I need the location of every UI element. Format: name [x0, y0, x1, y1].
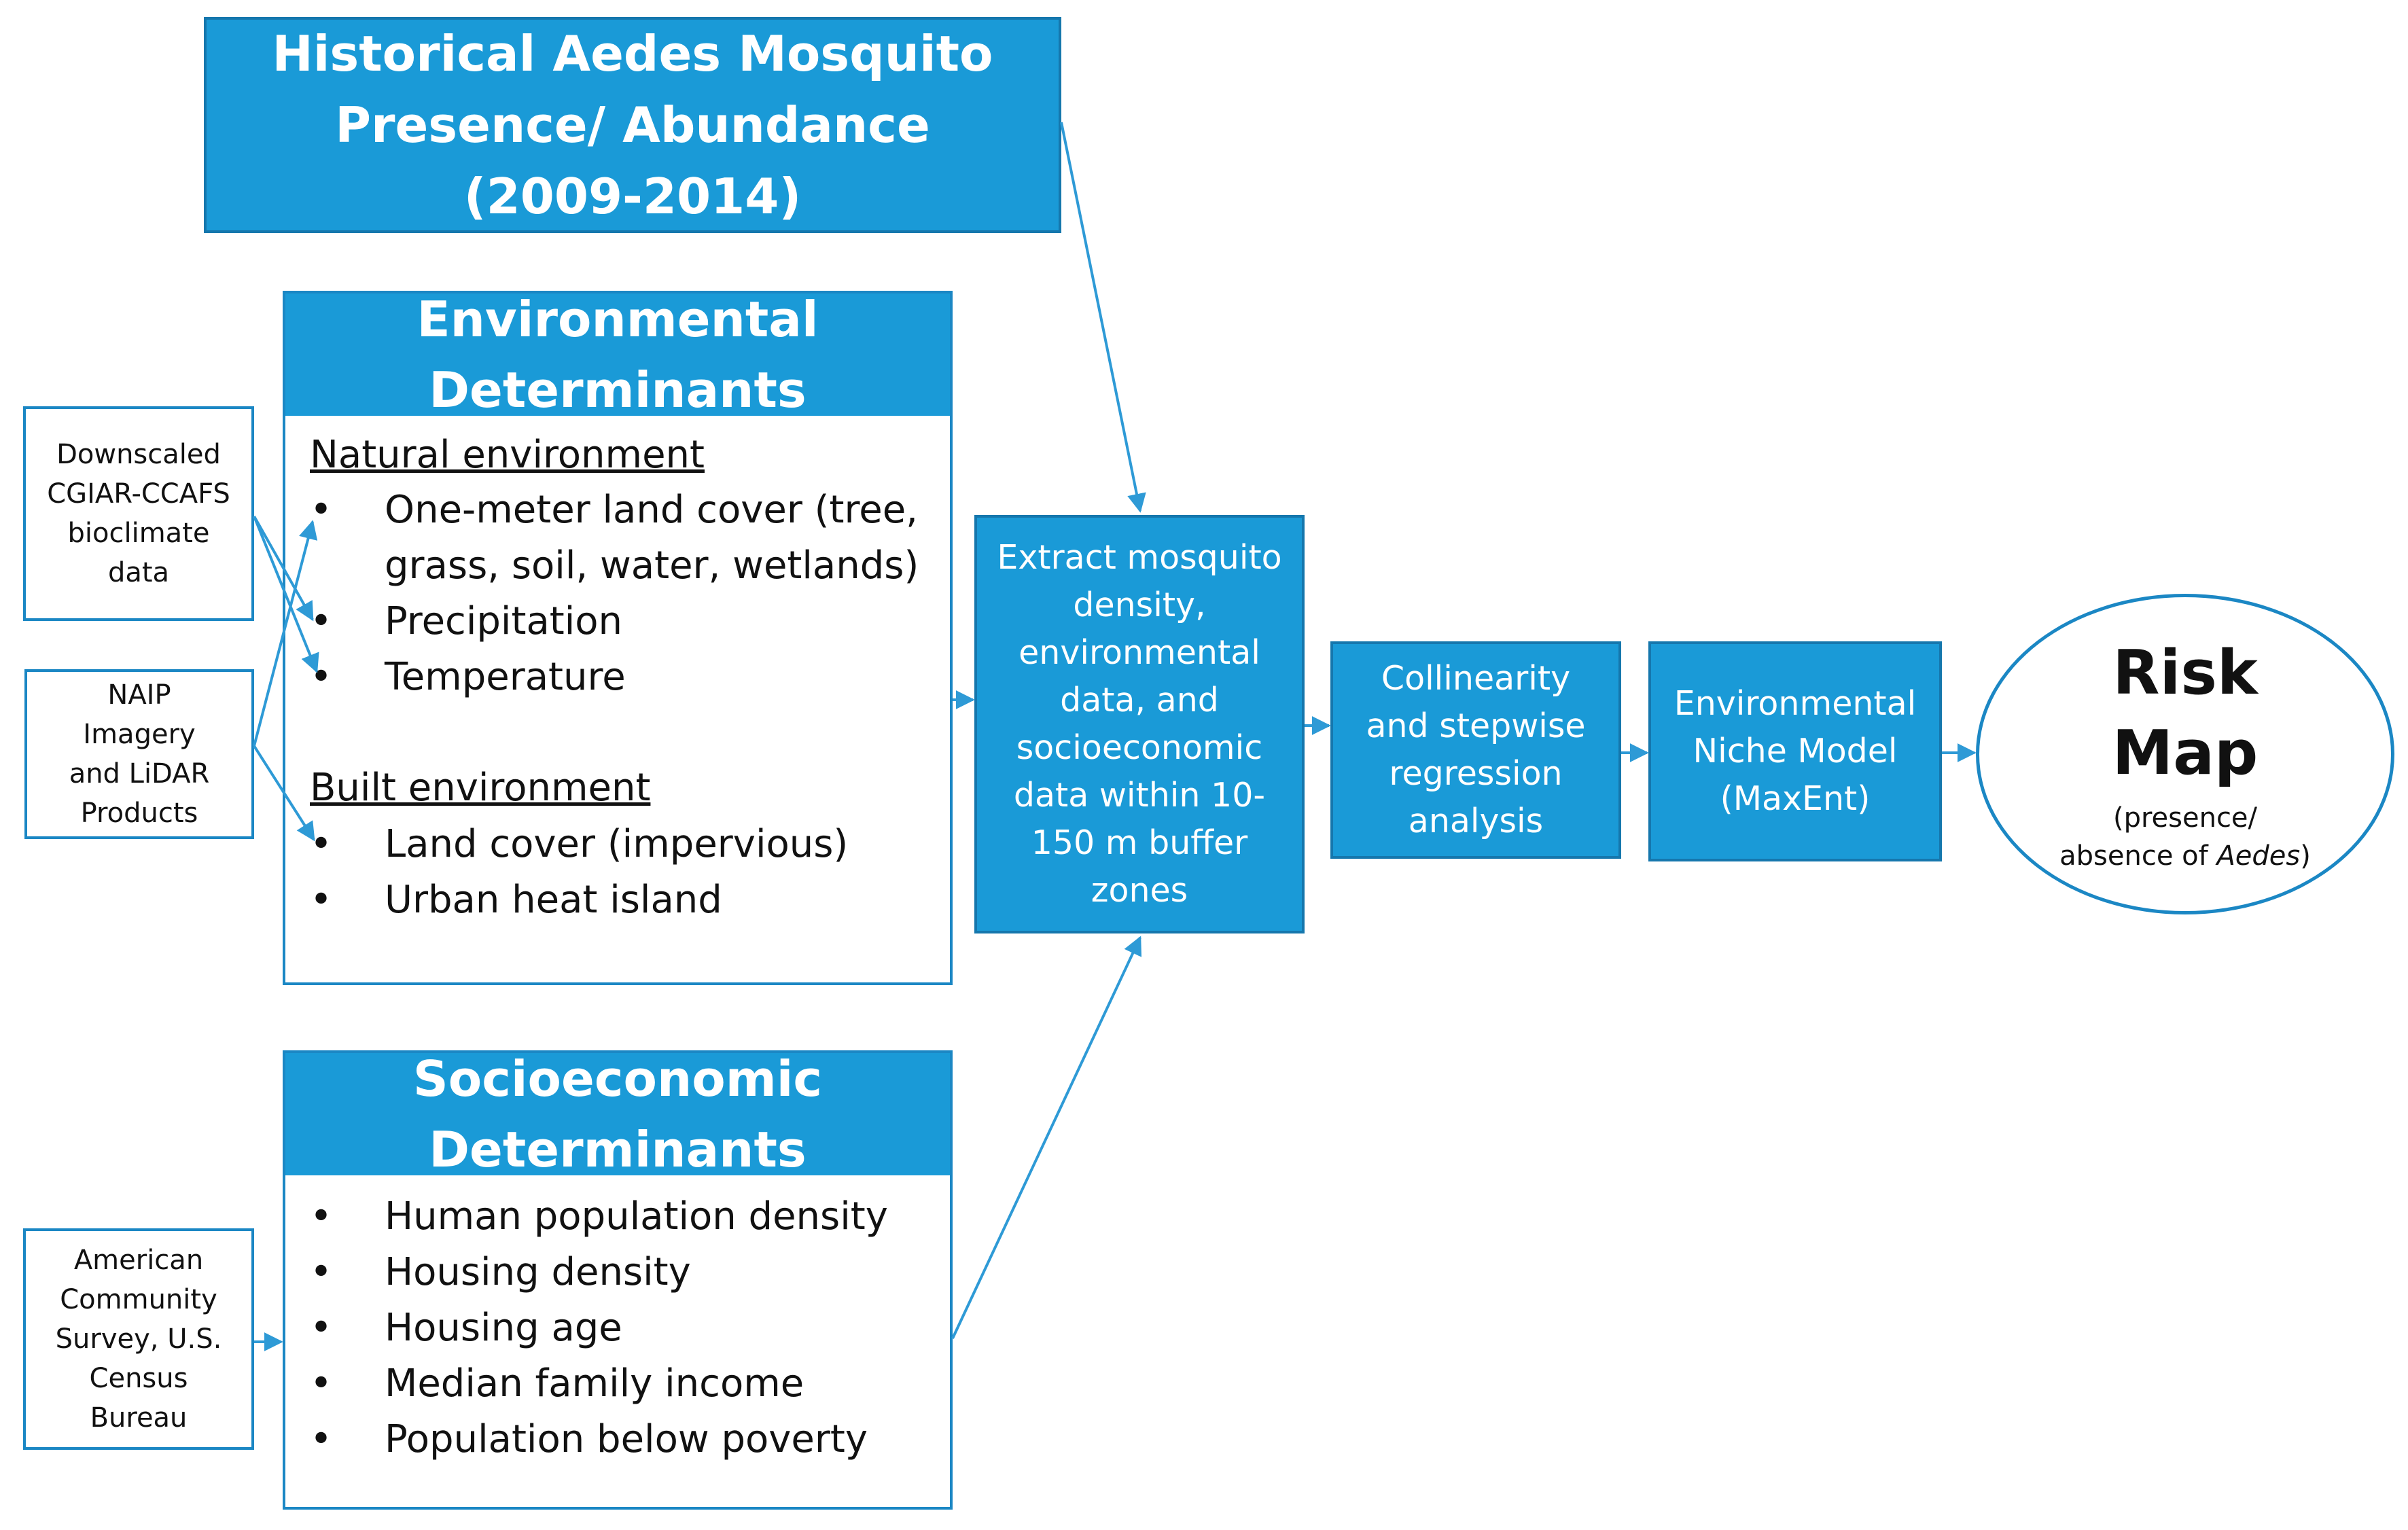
historical-aedes-line3: (2009-2014): [463, 167, 802, 225]
risk-map-oval: Risk Map (presence/ absence of Aedes): [1976, 594, 2394, 914]
built-item: Urban heat island: [310, 872, 848, 928]
process-line: (MaxEnt): [1720, 779, 1871, 818]
source-line: Bureau: [90, 1402, 188, 1434]
source-line: Survey, U.S.: [55, 1323, 222, 1355]
source-line: Downscaled: [56, 439, 221, 470]
process-line: Niche Model: [1693, 732, 1898, 770]
arrow-bioclimate-to-temperature: [253, 516, 319, 673]
socioeconomic-item: Median family income: [310, 1356, 888, 1412]
risk-note-close: ): [2300, 840, 2311, 872]
naip-lidar-source-box: NAIP Imagery and LiDAR Products: [24, 669, 254, 839]
process-line: environmental: [1019, 633, 1260, 672]
source-line: bioclimate: [67, 518, 210, 549]
niche-model-box: Environmental Niche Model (MaxEnt): [1648, 641, 1942, 861]
socioeconomic-item: Housing age: [310, 1300, 888, 1356]
socioeconomic-list: Human population density Housing density…: [310, 1189, 888, 1467]
extract-data-box: Extract mosquito density, environmental …: [974, 515, 1305, 933]
environmental-header-line1: Environmental: [417, 291, 819, 348]
process-line: Extract mosquito: [997, 538, 1282, 577]
arrow-naip-to-landcover: [253, 520, 318, 747]
source-line: NAIP: [107, 679, 171, 711]
environmental-determinants-box: Environmental Determinants Natural envir…: [283, 291, 953, 985]
risk-map-title-line1: Risk: [2112, 637, 2258, 709]
risk-map-note-line1: (presence/: [2112, 802, 2258, 834]
socioeconomic-header-line2: Determinants: [429, 1121, 807, 1178]
socioeconomic-header-line1: Socioeconomic: [412, 1050, 823, 1107]
natural-item: grass, soil, water, wetlands): [385, 544, 919, 588]
process-line: data, and: [1060, 681, 1219, 719]
process-line: analysis: [1408, 802, 1544, 840]
source-line: CGIAR-CCAFS: [47, 478, 230, 510]
environmental-determinants-header: Environmental Determinants: [285, 291, 950, 419]
natural-environment-title: Natural environment: [310, 433, 705, 477]
process-line: socioeconomic: [1016, 728, 1263, 767]
bioclimate-source-box: Downscaled CGIAR-CCAFS bioclimate data: [23, 406, 254, 621]
natural-item: Precipitation: [310, 594, 919, 650]
socioeconomic-item: Housing density: [310, 1245, 888, 1300]
environmental-header-line2: Determinants: [429, 361, 807, 419]
socioeconomic-item: Human population density: [310, 1189, 888, 1245]
process-line: Environmental: [1674, 684, 1917, 723]
historical-aedes-line1: Historical Aedes Mosquito: [272, 24, 993, 82]
socioeconomic-determinants-box: Socioeconomic Determinants Human populat…: [283, 1050, 953, 1510]
source-line: American: [73, 1245, 204, 1276]
arrow-socio-to-extract: [951, 936, 1142, 1339]
source-line: Products: [80, 798, 198, 829]
natural-environment-list: One-meter land cover (tree, grass, soil,…: [310, 482, 919, 705]
socioeconomic-determinants-header: Socioeconomic Determinants: [285, 1050, 950, 1178]
census-source-box: American Community Survey, U.S. Census B…: [23, 1228, 254, 1450]
built-environment-list: Land cover (impervious) Urban heat islan…: [310, 817, 848, 928]
source-line: Census: [89, 1363, 188, 1394]
collinearity-box: Collinearity and stepwise regression ana…: [1330, 641, 1621, 859]
source-line: Community: [60, 1284, 217, 1315]
historical-aedes-box: Historical Aedes Mosquito Presence/ Abun…: [204, 17, 1061, 233]
risk-note-text: absence of: [2059, 840, 2217, 872]
built-environment-title: Built environment: [310, 766, 651, 810]
arrow-bioclimate-to-precipitation: [253, 516, 314, 622]
source-line: Imagery: [83, 719, 196, 750]
risk-map-title-line2: Map: [2112, 717, 2259, 789]
risk-note-genus: Aedes: [2216, 840, 2301, 872]
arrow-naip-to-impervious: [253, 745, 315, 842]
risk-map-note-line2: absence of Aedes): [2059, 837, 2311, 875]
source-line: data: [107, 557, 170, 588]
socioeconomic-item: Population below poverty: [310, 1412, 888, 1467]
historical-aedes-line2: Presence/ Abundance: [335, 96, 930, 154]
process-line: density,: [1073, 586, 1206, 624]
process-line: and stepwise: [1366, 707, 1586, 745]
process-line: Collinearity: [1381, 659, 1571, 698]
process-line: data within 10-: [1013, 776, 1266, 815]
arrow-historical-to-extract: [1060, 122, 1146, 513]
process-line: zones: [1091, 871, 1188, 910]
built-item: Land cover (impervious): [310, 817, 848, 872]
source-line: and LiDAR: [69, 758, 210, 789]
process-line: regression: [1389, 754, 1563, 793]
process-line: 150 m buffer: [1031, 823, 1248, 862]
